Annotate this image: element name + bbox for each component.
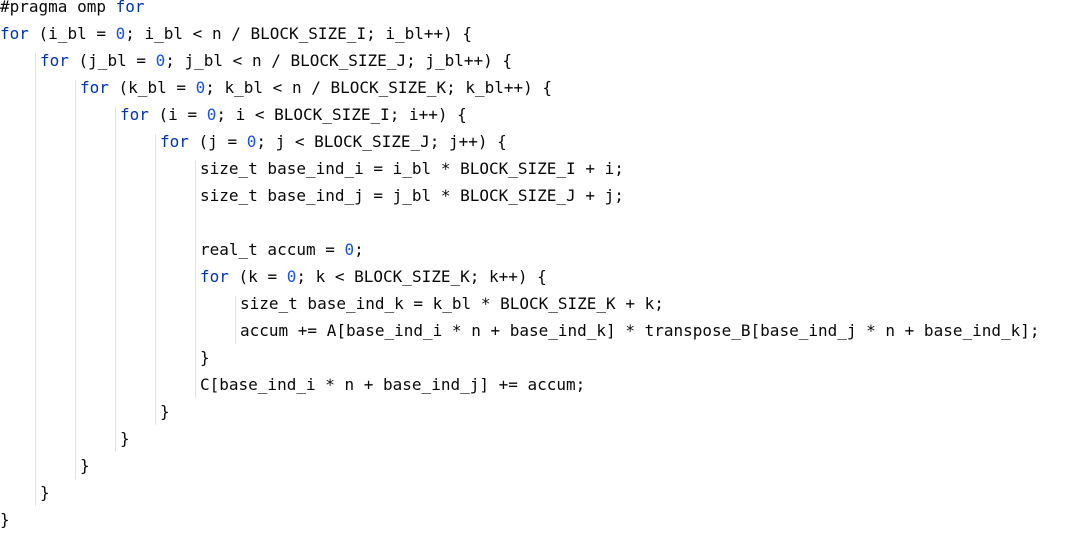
code-line[interactable]: size_t base_ind_i = i_bl * BLOCK_SIZE_I … (0, 155, 1076, 182)
code-token: size_t base_ind_i = i_bl * BLOCK_SIZE_I … (200, 159, 624, 178)
number-token: 0 (155, 51, 166, 70)
keyword-token: for (120, 105, 149, 124)
keyword-token: for (115, 0, 145, 16)
code-line[interactable]: C[base_ind_i * n + base_ind_j] += accum; (0, 371, 1076, 398)
code-line[interactable]: } (0, 479, 1076, 506)
code-token: } (0, 510, 10, 529)
code-line[interactable]: for (i_bl = 0; i_bl < n / BLOCK_SIZE_I; … (0, 20, 1076, 47)
code-token: ; j_bl < n / BLOCK_SIZE_J; j_bl++) { (165, 51, 513, 70)
code-token: ; (354, 240, 364, 259)
code-line[interactable] (0, 209, 1076, 236)
code-token: C[base_ind_i * n + base_ind_j] += accum; (200, 375, 586, 394)
code-line[interactable]: for (k = 0; k < BLOCK_SIZE_K; k++) { (0, 263, 1076, 290)
code-token: (i_bl = (28, 24, 116, 43)
keyword-token: for (40, 51, 69, 70)
code-token: ; k_bl < n / BLOCK_SIZE_K; k_bl++) { (205, 78, 553, 97)
code-token: real_t accum = (200, 240, 345, 259)
code-line[interactable]: real_t accum = 0; (0, 236, 1076, 263)
code-line[interactable]: accum += A[base_ind_i * n + base_ind_k] … (0, 317, 1076, 344)
code-line[interactable]: for (k_bl = 0; k_bl < n / BLOCK_SIZE_K; … (0, 74, 1076, 101)
code-token: (k_bl = (108, 78, 196, 97)
number-token: 0 (344, 240, 355, 259)
code-token: size_t base_ind_j = j_bl * BLOCK_SIZE_J … (200, 186, 624, 205)
code-token: size_t base_ind_k = k_bl * BLOCK_SIZE_K … (240, 294, 664, 313)
code-token: (j = (188, 132, 247, 151)
number-token: 0 (195, 78, 206, 97)
code-token: ; i_bl < n / BLOCK_SIZE_I; i_bl++) { (125, 24, 473, 43)
code-line[interactable]: } (0, 344, 1076, 371)
indent-guide (75, 80, 76, 479)
code-token: (i = (148, 105, 207, 124)
code-token: } (80, 456, 90, 475)
indent-guide (235, 296, 236, 344)
code-token: (k = (228, 267, 287, 286)
keyword-token: for (80, 78, 109, 97)
code-line[interactable]: #pragma omp for (0, 0, 1076, 20)
number-token: 0 (206, 105, 217, 124)
code-line[interactable]: } (0, 452, 1076, 479)
keyword-token: for (160, 132, 189, 151)
indent-guide (35, 53, 36, 506)
code-line[interactable]: for (j = 0; j < BLOCK_SIZE_J; j++) { (0, 128, 1076, 155)
indent-guide (115, 107, 116, 452)
keyword-token: for (200, 267, 229, 286)
code-line[interactable]: for (i = 0; i < BLOCK_SIZE_I; i++) { (0, 101, 1076, 128)
keyword-token: for (0, 24, 29, 43)
code-token: } (120, 429, 130, 448)
code-token: #pragma omp (0, 0, 116, 16)
code-token: (j_bl = (68, 51, 156, 70)
code-line[interactable]: for (j_bl = 0; j_bl < n / BLOCK_SIZE_J; … (0, 47, 1076, 74)
number-token: 0 (246, 132, 257, 151)
code-token: ; j < BLOCK_SIZE_J; j++) { (256, 132, 507, 151)
indent-guide (155, 134, 156, 425)
code-token: } (200, 348, 210, 367)
code-line[interactable]: } (0, 506, 1076, 533)
code-line[interactable]: size_t base_ind_j = j_bl * BLOCK_SIZE_J … (0, 182, 1076, 209)
code-token: accum += A[base_ind_i * n + base_ind_k] … (240, 321, 1040, 340)
number-token: 0 (286, 267, 297, 286)
indent-guide (195, 161, 196, 398)
code-token: ; i < BLOCK_SIZE_I; i++) { (216, 105, 467, 124)
code-line[interactable]: } (0, 425, 1076, 452)
code-line[interactable]: } (0, 398, 1076, 425)
code-token: } (40, 483, 50, 502)
code-token: } (160, 402, 170, 421)
code-token: ; k < BLOCK_SIZE_K; k++) { (296, 267, 547, 286)
code-line[interactable]: size_t base_ind_k = k_bl * BLOCK_SIZE_K … (0, 290, 1076, 317)
number-token: 0 (115, 24, 126, 43)
